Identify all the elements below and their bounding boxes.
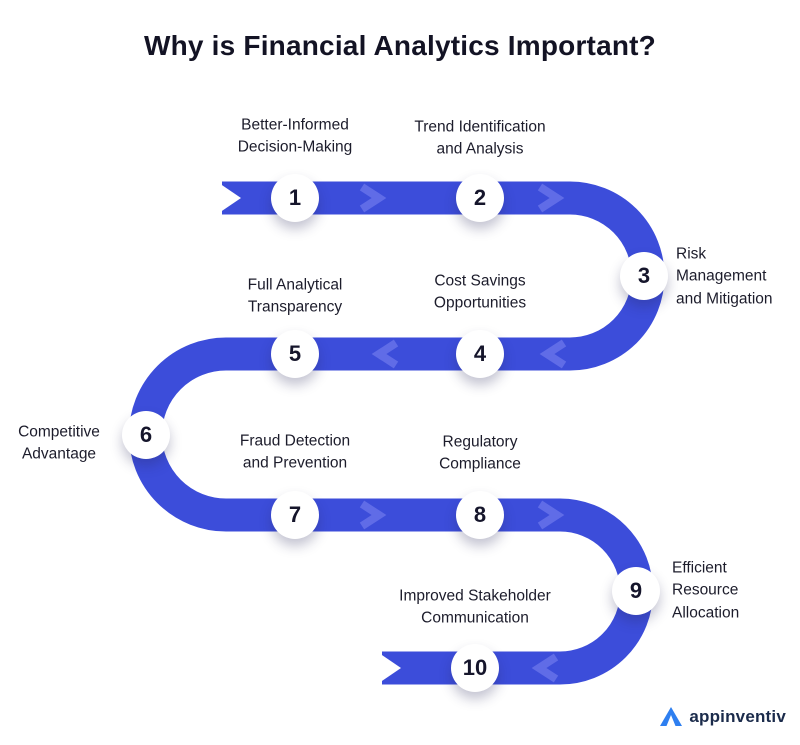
chevron-left-icon — [371, 339, 399, 369]
step-label-9: Efficient Resource Allocation — [672, 559, 740, 622]
chevron-right-icon — [537, 500, 565, 530]
ribbon-end-notch — [373, 649, 401, 687]
step-circle-3: 3 — [620, 252, 668, 300]
chevron-right-icon — [537, 183, 565, 213]
chevron-right-icon — [359, 183, 387, 213]
step-circle-10: 10 — [451, 644, 499, 692]
step-circle-5: 5 — [271, 330, 319, 378]
step-circle-2: 2 — [456, 174, 504, 222]
step-label-1: Better-Informed Decision-Making — [237, 116, 353, 156]
page-title: Why is Financial Analytics Important? — [143, 30, 656, 61]
step-label-6: Competitive Advantage — [18, 423, 100, 463]
step-circle-6: 6 — [122, 411, 170, 459]
brand-logo: appinventiv — [660, 707, 786, 727]
step-label-2: Trend Identification and Analysis — [414, 118, 546, 158]
step-circle-4: 4 — [456, 330, 504, 378]
step-label-5: Full Analytical Transparency — [247, 276, 343, 316]
chevron-right-icon — [359, 500, 387, 530]
step-label-4: Cost Savings Opportunities — [433, 272, 527, 312]
appinventiv-triangle-icon — [660, 707, 683, 726]
chevron-left-icon — [539, 339, 567, 369]
step-label-7: Fraud Detection and Prevention — [239, 432, 351, 472]
step-label-3: Risk Management and Mitigation — [676, 245, 773, 308]
ribbon-path — [129, 181, 665, 685]
ribbon-start-notch — [213, 179, 241, 217]
step-circle-1: 1 — [271, 174, 319, 222]
brand-logo-text: appinventiv — [689, 707, 786, 726]
step-label-10: Improved Stakeholder Communication — [399, 587, 551, 627]
step-circle-9: 9 — [612, 567, 660, 615]
chevron-left-icon — [531, 653, 559, 683]
step-circle-7: 7 — [271, 491, 319, 539]
step-label-8: Regulatory Compliance — [439, 433, 521, 473]
step-circle-8: 8 — [456, 491, 504, 539]
